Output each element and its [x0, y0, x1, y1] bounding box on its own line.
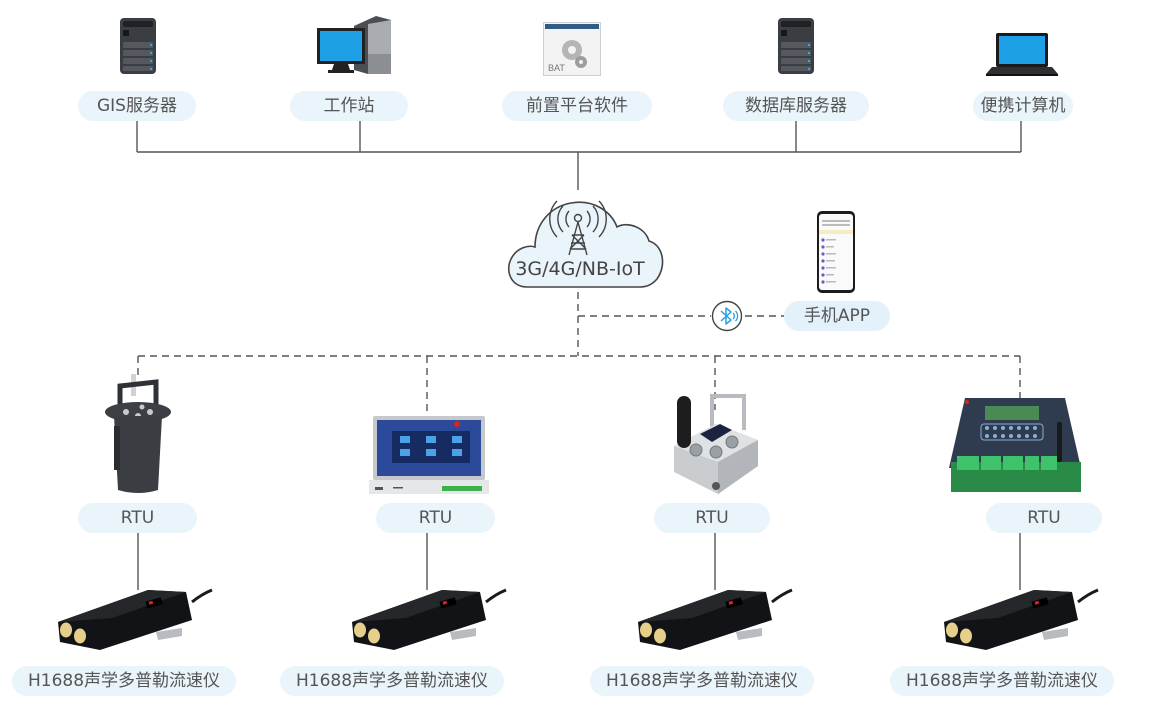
- rtu-cylinder-device-icon: [105, 374, 171, 493]
- bluetooth-icon: [711, 300, 743, 332]
- node-workstation: 工作站: [290, 91, 408, 121]
- node-label: 便携计算机: [980, 96, 1066, 116]
- smartphone-icon: [817, 211, 855, 293]
- node-label: 手机APP: [803, 306, 871, 326]
- server-icon: [778, 18, 814, 74]
- sensor-node-3: H1688声学多普勒流速仪: [590, 666, 814, 696]
- rtu-node-4: RTU: [986, 503, 1102, 533]
- node-label: RTU: [695, 508, 729, 528]
- node-label: RTU: [418, 508, 453, 528]
- rtu-node-3: RTU: [654, 503, 770, 533]
- laptop-icon: [986, 33, 1058, 76]
- node-label: H1688声学多普勒流速仪: [27, 671, 221, 691]
- node-label: RTU: [120, 508, 155, 528]
- node-label: 数据库服务器: [745, 96, 847, 116]
- rtu-node-1: RTU: [78, 503, 197, 533]
- doppler-flow-sensor-icon: [638, 588, 793, 650]
- cell-tower-cloud-icon: [507, 200, 664, 288]
- network-label: 3G/4G/NB-IoT: [515, 258, 645, 280]
- node-gis-server: GIS服务器: [78, 91, 196, 121]
- node-database-server: 数据库服务器: [723, 91, 869, 121]
- node-label: H1688声学多普勒流速仪: [295, 671, 489, 691]
- server-icon: [120, 18, 156, 74]
- sensor-node-2: H1688声学多普勒流速仪: [280, 666, 504, 696]
- desktop-computer-icon: [317, 16, 391, 74]
- rtu-touchscreen-device-icon: [369, 416, 489, 494]
- node-portable-computer: 便携计算机: [973, 91, 1073, 121]
- doppler-flow-sensor-icon: [352, 588, 507, 650]
- doppler-flow-sensor-icon: [58, 588, 213, 650]
- node-label: RTU: [1027, 508, 1061, 528]
- node-label: GIS服务器: [97, 96, 177, 116]
- rtu-compact-antenna-device-icon: [674, 394, 758, 494]
- bat-software-gear-icon: BAT: [543, 22, 601, 76]
- node-label: 前置平台软件: [526, 96, 628, 116]
- rtu-node-2: RTU: [376, 503, 495, 533]
- sensor-node-1: H1688声学多普勒流速仪: [12, 666, 236, 696]
- node-label: H1688声学多普勒流速仪: [905, 671, 1099, 691]
- mobile-app-node: 手机APP: [784, 301, 890, 331]
- svg-text:BAT: BAT: [548, 63, 565, 73]
- node-label: 工作站: [323, 96, 375, 116]
- node-label: H1688声学多普勒流速仪: [605, 671, 799, 691]
- node-front-platform-software: 前置平台软件: [502, 91, 652, 121]
- doppler-flow-sensor-icon: [944, 588, 1099, 650]
- rtu-keypad-board-device-icon: [949, 398, 1081, 492]
- sensor-node-4: H1688声学多普勒流速仪: [890, 666, 1114, 696]
